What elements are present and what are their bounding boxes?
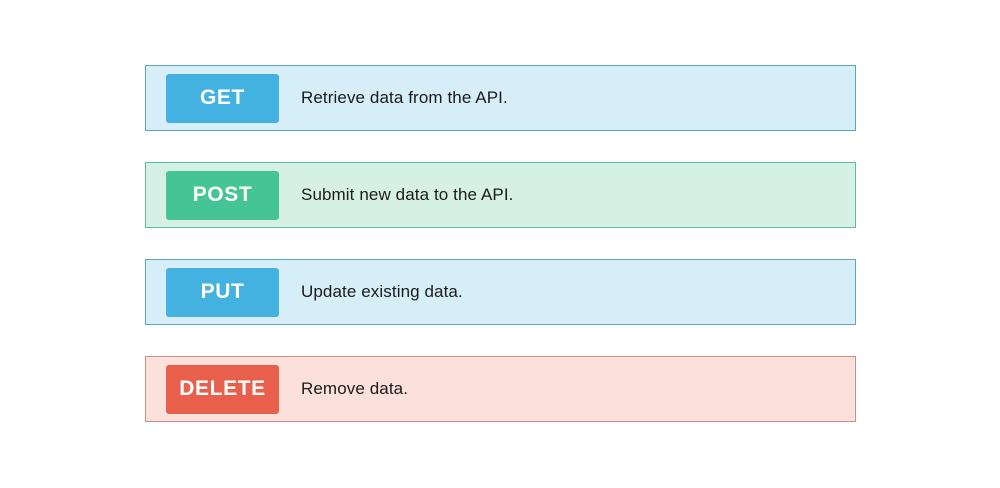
http-method-list: GET Retrieve data from the API. POST Sub… bbox=[145, 65, 856, 422]
method-description-get: Retrieve data from the API. bbox=[301, 88, 508, 107]
method-description-put: Update existing data. bbox=[301, 282, 463, 301]
method-description-post: Submit new data to the API. bbox=[301, 185, 514, 204]
method-row-put[interactable]: PUT Update existing data. bbox=[145, 259, 856, 325]
method-badge-post[interactable]: POST bbox=[166, 170, 279, 220]
method-row-post[interactable]: POST Submit new data to the API. bbox=[145, 162, 856, 228]
method-row-get[interactable]: GET Retrieve data from the API. bbox=[145, 65, 856, 131]
method-badge-put[interactable]: PUT bbox=[166, 267, 279, 317]
method-row-delete[interactable]: DELETE Remove data. bbox=[145, 356, 856, 422]
method-badge-delete[interactable]: DELETE bbox=[166, 364, 279, 414]
method-badge-get[interactable]: GET bbox=[166, 73, 279, 123]
method-description-delete: Remove data. bbox=[301, 379, 409, 398]
